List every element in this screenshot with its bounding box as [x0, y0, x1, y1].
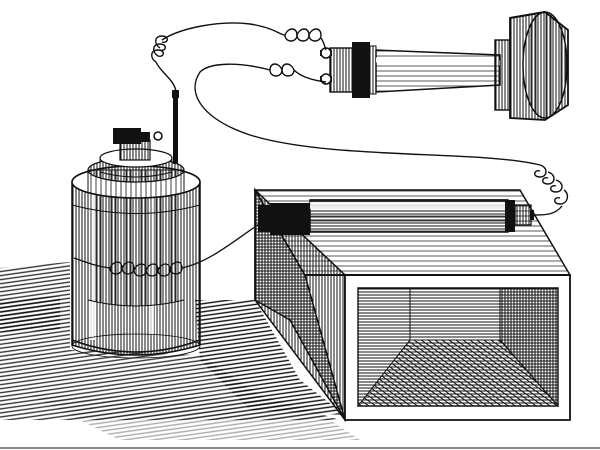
battery-jar	[71, 90, 201, 359]
telephone-receiver	[320, 11, 569, 121]
ground-shadow	[0, 262, 360, 440]
sounding-box	[253, 187, 572, 423]
connecting-wires	[151, 22, 569, 216]
electromagnet-rod	[258, 199, 534, 235]
